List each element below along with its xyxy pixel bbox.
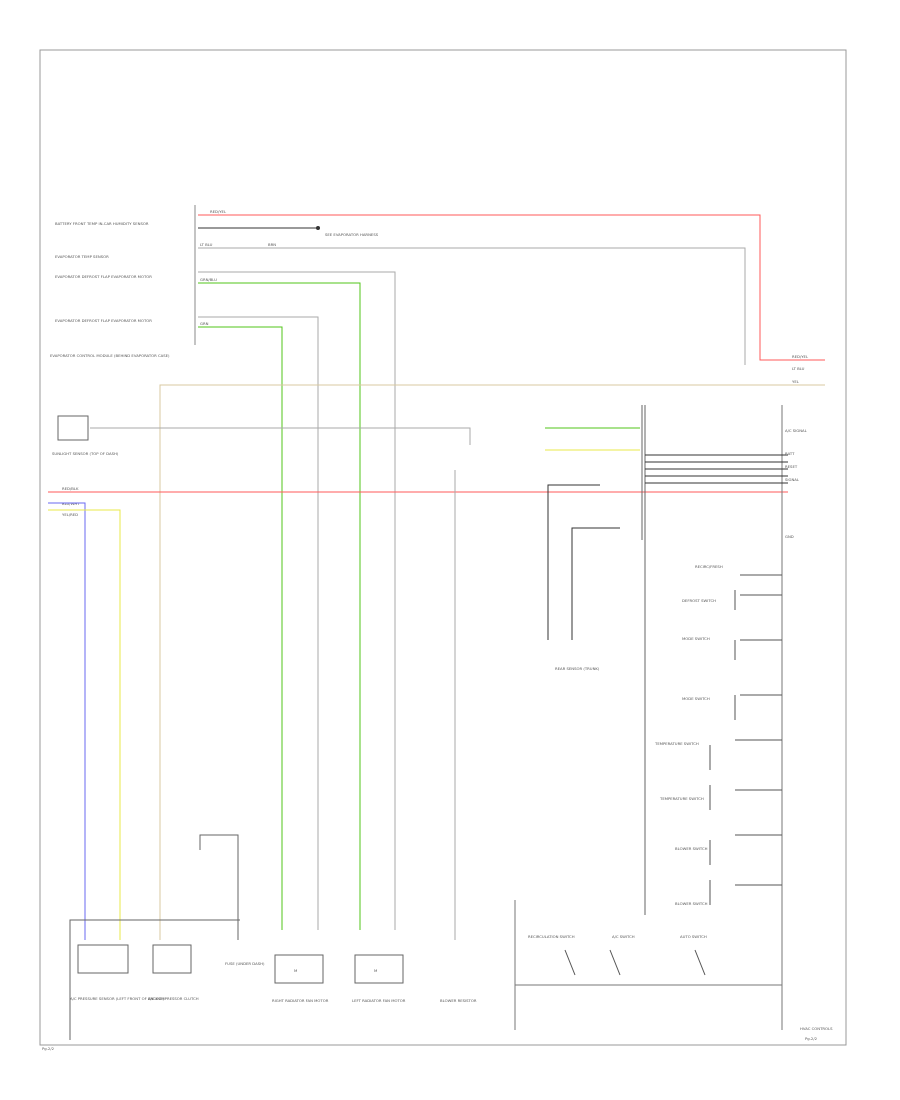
left-label-1: BATTERY FRONT TEMP IN-CAR HUMIDITY SENSO… — [55, 221, 149, 226]
switch-label-1: RECIRC/FRESH — [695, 564, 723, 569]
switch-2 — [734, 590, 782, 610]
left-label-group: BATTERY FRONT TEMP IN-CAR HUMIDITY SENSO… — [50, 221, 170, 358]
switch-label-2: DEFROST SWITCH — [682, 598, 716, 603]
bottom-switch-3: AUTO SWITCH — [680, 934, 707, 939]
wire-label-grn: GRN — [200, 321, 209, 326]
switch-label-8: BLOWER SWITCH — [675, 901, 708, 906]
red-wire-main-label: RED/BLK — [62, 486, 79, 491]
green-wire-2 — [198, 326, 283, 930]
diagram-frame — [39, 49, 847, 1046]
switch-label-4: MODE SWITCH — [682, 696, 710, 701]
wire-label-ltblu-right: LT BLU — [792, 366, 805, 371]
left-fan-box — [354, 954, 404, 984]
junction-label: SEE EVAPORATOR HARNESS — [325, 232, 379, 237]
fuse-wire — [199, 834, 239, 940]
tan-wire — [159, 384, 825, 940]
ac-pressure-label: A/C PRESSURE SENSOR (LEFT FRONT OF ENGIN… — [70, 996, 165, 1001]
wire-label-brn: BRN — [268, 242, 276, 247]
compressor-label: A/C COMPRESSOR CLUTCH — [148, 996, 199, 1001]
right-fan-box — [274, 954, 324, 984]
left-fan-motor-letter: M — [374, 968, 377, 973]
right-label-4: SIGNAL — [785, 477, 800, 482]
yellow-wire-label: YEL/RED — [62, 512, 78, 517]
switch-label-5: TEMPERATURE SWITCH — [654, 741, 699, 746]
ac-pressure-box — [77, 944, 129, 974]
ground-bus-left — [69, 919, 240, 1040]
switch-3 — [734, 639, 782, 660]
ground-wire-2 — [571, 527, 620, 640]
bottom-switch-1: RECIRCULATION SWITCH — [528, 934, 575, 939]
red-wire-top — [198, 214, 825, 361]
right-fan-motor-letter: M — [294, 968, 297, 973]
blower-label: BLOWER RESISTOR — [440, 998, 477, 1003]
ground-wire-1 — [547, 484, 600, 640]
right-fan-label: RIGHT RADIATOR FAN MOTOR — [272, 998, 329, 1003]
gray-wire-1 — [198, 247, 746, 365]
gray-wire-2 — [198, 271, 396, 930]
blue-wire — [48, 502, 86, 940]
left-label-2: EVAPORATOR TEMP SENSOR — [55, 254, 109, 259]
right-label-1: A/C SIGNAL — [785, 428, 808, 433]
left-label-3: EVAPORATOR DEFROST FLAP EVAPORATOR MOTOR — [55, 274, 152, 279]
left-fan-label: LEFT RADIATOR FAN MOTOR — [352, 998, 406, 1003]
rear-sensor-label: REAR SENSOR (TRUNK) — [555, 666, 600, 671]
bottom-components: A/C PRESSURE SENSOR (LEFT FRONT OF ENGIN… — [70, 470, 477, 1003]
module-outputs: A/C SIGNAL BATT RESET SIGNAL GND — [645, 428, 808, 539]
switch-4 — [734, 694, 782, 720]
bottom-switch-2: A/C SWITCH — [612, 934, 635, 939]
hvac-label: HVAC CONTROLS — [800, 1026, 833, 1031]
switch-label-3: MODE SWITCH — [682, 636, 710, 641]
switch-label-6: TEMPERATURE SWITCH — [659, 796, 704, 801]
switch-column: RECIRC/FRESH DEFROST SWITCH MODE SWITCH … — [654, 564, 782, 906]
right-label-5: GND — [785, 534, 794, 539]
gray-wire-3 — [198, 316, 319, 930]
wire-label-grn-blu: GRN/BLU — [200, 277, 217, 282]
page-id-left: Pg.2/2 — [42, 1046, 55, 1051]
page-id-right: Pg.2/2 — [805, 1036, 818, 1041]
switch-8 — [709, 880, 782, 905]
red-wire-right-label: RED/YEL — [792, 354, 809, 359]
green-wire-1 — [198, 282, 361, 930]
switch-label-7: BLOWER SWITCH — [675, 846, 708, 851]
left-label-4: EVAPORATOR DEFROST FLAP EVAPORATOR MOTOR — [55, 318, 152, 323]
switch-6 — [709, 785, 782, 810]
yellow-wire — [48, 509, 121, 940]
sunlight-sensor-box — [57, 415, 89, 441]
right-label-2: BATT — [785, 451, 795, 456]
red-wire-top-label: RED/YEL — [210, 209, 227, 214]
left-label-5: EVAPORATOR CONTROL MODULE (BEHIND EVAPOR… — [50, 353, 170, 358]
compressor-box — [152, 944, 192, 974]
sensor-wire — [90, 427, 471, 445]
sunlight-sensor-label: SUNLIGHT SENSOR (TOP OF DASH) — [52, 451, 119, 456]
switch-5 — [709, 739, 782, 770]
bottom-switch-contacts — [564, 949, 706, 976]
wire-label-ltblu: LT BLU — [200, 242, 213, 247]
fuse-label: FUSE (UNDER DASH) — [225, 961, 265, 966]
splice-point — [316, 226, 320, 230]
right-label-3: RESET — [785, 464, 798, 469]
tan-wire-label: YEL — [792, 379, 800, 384]
switch-7 — [709, 834, 782, 865]
